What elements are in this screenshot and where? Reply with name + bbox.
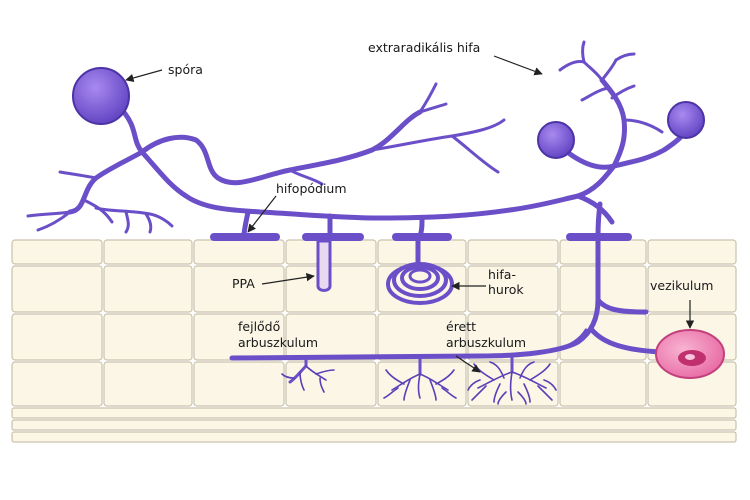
root-cortex-cells <box>11 239 737 443</box>
spore-left <box>72 67 130 125</box>
vesicle-highlight <box>685 354 695 360</box>
arrow-hifopodium <box>247 195 277 233</box>
vascular-strip <box>11 431 737 443</box>
cell <box>103 239 193 265</box>
arbuscule-mature-2 <box>467 356 557 405</box>
cell <box>193 265 285 313</box>
label-hifa-hurok-2: hurok <box>488 282 524 297</box>
label-extraradikalis: extraradikális hifa <box>368 40 480 55</box>
cell <box>559 239 647 265</box>
spore-right-2 <box>667 101 705 139</box>
cell <box>647 239 737 265</box>
cell <box>285 361 377 407</box>
cell <box>103 265 193 313</box>
hyphopodium <box>302 233 364 241</box>
cell <box>193 239 285 265</box>
label-vezikulum: vezikulum <box>650 278 713 293</box>
label-fejlodo-1: fejlődő <box>238 319 280 334</box>
label-ppa: PPA <box>232 276 255 291</box>
hyphopodium <box>392 233 452 241</box>
cell <box>11 361 103 407</box>
cell <box>193 361 285 407</box>
external-hyphae <box>26 40 689 234</box>
cell <box>467 239 559 265</box>
vascular-strip <box>11 419 737 431</box>
arrow-ppa <box>261 272 315 285</box>
cell <box>467 265 559 313</box>
arbuscule-developing <box>281 356 335 393</box>
vascular-strip <box>11 407 737 419</box>
hyphopodium <box>566 233 632 241</box>
cell <box>11 265 103 313</box>
label-spora: spóra <box>168 62 203 77</box>
label-fejlodo-2: arbuszkulum <box>238 335 318 350</box>
spore-right-1 <box>537 121 575 159</box>
cell <box>103 313 193 361</box>
hyphopodia <box>210 201 632 241</box>
cell <box>285 313 377 361</box>
label-hifopodium: hifopódium <box>276 181 347 196</box>
cell <box>377 239 467 265</box>
cell <box>377 361 467 407</box>
label-erett-2: arbuszkulum <box>446 335 526 350</box>
arrow-spora <box>125 69 163 83</box>
arbuscule-mature-1 <box>383 356 457 401</box>
arrow-extraradikalis <box>493 55 543 76</box>
cell <box>103 361 193 407</box>
cell <box>559 265 647 313</box>
label-hifa-hurok-1: hifa- <box>488 267 516 282</box>
arrow-erett <box>455 355 481 373</box>
hyphopodium <box>210 233 280 241</box>
cell <box>11 313 103 361</box>
cell <box>377 313 467 361</box>
cell <box>559 361 647 407</box>
cell <box>647 265 737 313</box>
label-erett-1: érett <box>446 319 476 334</box>
ppa-structure <box>316 239 332 292</box>
internal-hyphae <box>229 238 663 361</box>
cell <box>11 239 103 265</box>
